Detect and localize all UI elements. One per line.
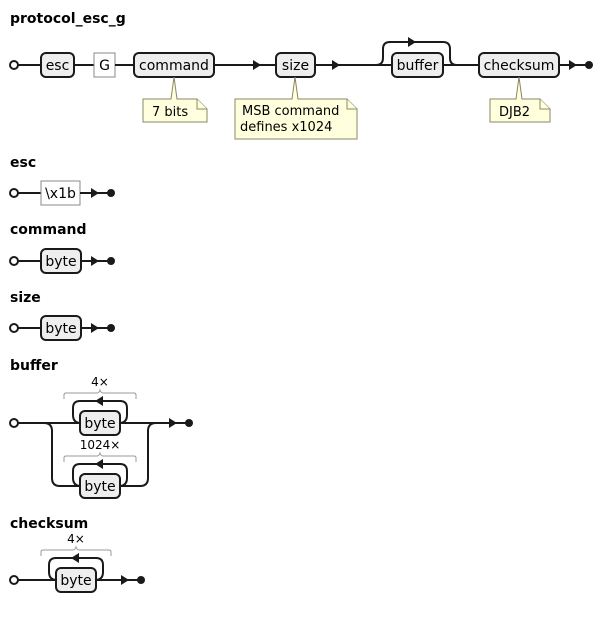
flow-arrow [332,60,340,70]
flow-arrow [91,188,99,198]
flow-arrow [408,37,416,47]
start-node [9,188,19,198]
start-node [9,256,19,266]
end-node [185,419,193,427]
loop-arrow [71,553,79,563]
end-node [585,61,593,69]
command-rail: byte [9,248,115,274]
loop-arrow [95,396,103,406]
note-msb-command: MSB command defines x1024 [234,76,358,140]
protocol-esc-g-rail: esc G command size buffer checksum [9,37,593,78]
nonterminal-byte-label: byte [84,479,115,495]
end-node [107,189,115,197]
repeat-4x-upper: 4× byte [63,375,137,436]
svg-text:DJB2: DJB2 [499,105,530,120]
nonterminal-esc-label: esc [46,58,70,74]
end-node [107,257,115,265]
nonterminal-byte-label: byte [84,416,115,432]
svg-text:MSB command: MSB command [242,104,339,119]
repeat-count-label: 4× [91,375,109,389]
nonterminal-command-label: command [139,58,209,74]
nonterminal-buffer-label: buffer [397,58,439,74]
end-node [137,576,145,584]
nonterminal-byte-label: byte [45,321,76,337]
start-node [9,60,19,70]
note-7-bits: 7 bits [142,76,208,123]
diagram-title-checksum: checksum [10,516,88,532]
diagram-title-buffer: buffer [10,358,58,374]
flow-arrow [91,323,99,333]
checksum-rail: 4× byte [9,532,145,593]
terminal-g-label: G [99,58,110,74]
start-node [9,575,19,585]
esc-rail: \x1b [9,180,115,206]
flow-arrow [569,60,577,70]
size-rail: byte [9,315,115,341]
diagram-title-size: size [10,290,41,306]
nonterminal-byte-label: byte [45,254,76,270]
flow-arrow [91,256,99,266]
nonterminal-byte[interactable] [79,410,121,436]
nonterminal-byte[interactable] [79,473,121,499]
diagram-title-esc: esc [10,155,36,171]
flow-arrow [169,418,177,428]
repeat-count-label: 4× [67,532,85,546]
note-djb2: DJB2 [489,76,551,123]
nonterminal-byte-label: byte [60,573,91,589]
diagram-title-command: command [10,222,87,238]
repeat-1024x-lower: 1024× byte [63,438,137,499]
diagram-title-protocol-esc-g: protocol_esc_g [10,11,126,27]
repeat-count-label: 1024× [80,438,121,452]
buffer-rail: 4× byte 1024× byte [9,375,193,499]
loop-arrow [95,459,103,469]
nonterminal-checksum-label: checksum [484,58,555,74]
start-node [9,418,19,428]
svg-text:defines x1024: defines x1024 [240,120,332,135]
svg-text:7 bits: 7 bits [152,105,188,120]
flow-arrow [253,60,261,70]
flow-arrow [121,575,129,585]
end-node [107,324,115,332]
terminal-x1b-label: \x1b [45,186,76,202]
nonterminal-size-label: size [282,58,309,74]
start-node [9,323,19,333]
